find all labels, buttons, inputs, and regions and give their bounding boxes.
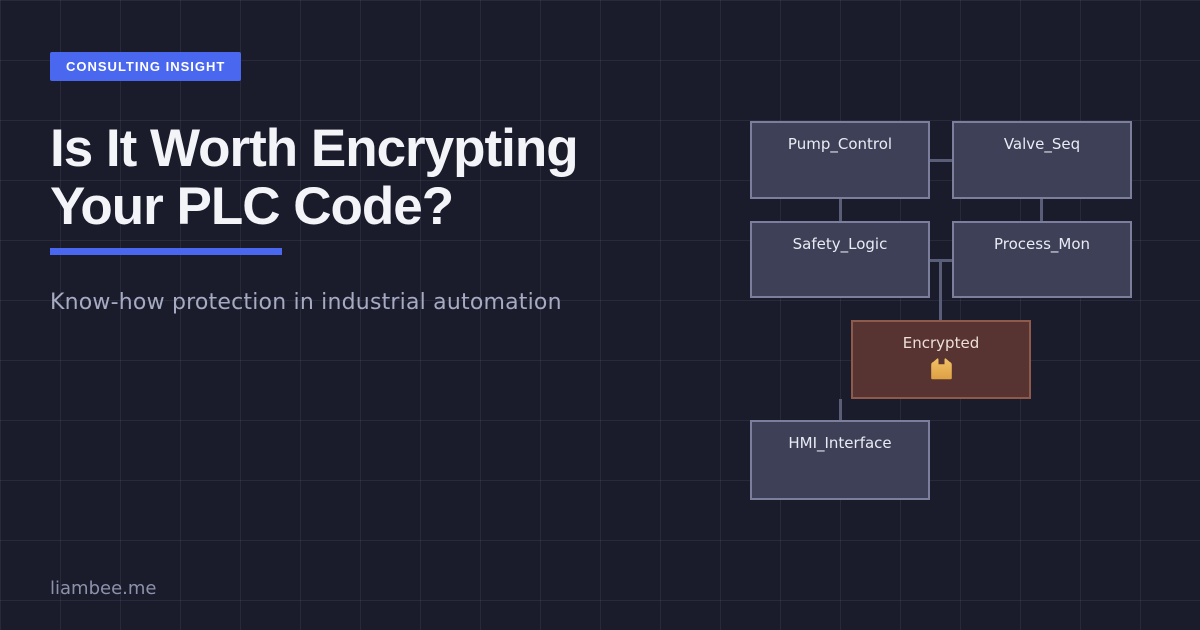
connector-valve-process (1040, 199, 1043, 221)
title-line-2: Your PLC Code? (50, 177, 454, 236)
node-label: Valve_Seq (1003, 135, 1081, 153)
category-badge: CONSULTING INSIGHT (50, 52, 242, 81)
node-label: Encrypted (902, 334, 980, 352)
node-label: Process_Mon (993, 235, 1091, 253)
node-label: Safety_Logic (792, 235, 888, 253)
diagram-node-safety-logic: Safety_Logic (750, 221, 930, 298)
diagram-node-valve-seq: Valve_Seq (952, 121, 1132, 199)
diagram-node-pump-control: Pump_Control (750, 121, 930, 199)
connector-pump-safety (839, 199, 842, 221)
diagram-node-hmi-interface: HMI_Interface (750, 420, 930, 500)
node-label: Pump_Control (787, 135, 893, 153)
subtitle: Know-how protection in industrial automa… (50, 290, 562, 315)
connector-row2-encrypted (939, 262, 942, 320)
connector-encrypted-hmi (839, 399, 842, 420)
lock-icon (930, 358, 952, 380)
accent-underline (50, 248, 282, 255)
connector-pump-valve (930, 159, 952, 162)
connector-safety-process (930, 259, 952, 262)
site-url: liambee.me (50, 578, 157, 599)
title-line-1: Is It Worth Encrypting (50, 119, 579, 178)
diagram-node-process-mon: Process_Mon (952, 221, 1132, 298)
diagram-node-encrypted: Encrypted (851, 320, 1031, 399)
node-label: HMI_Interface (788, 434, 892, 452)
